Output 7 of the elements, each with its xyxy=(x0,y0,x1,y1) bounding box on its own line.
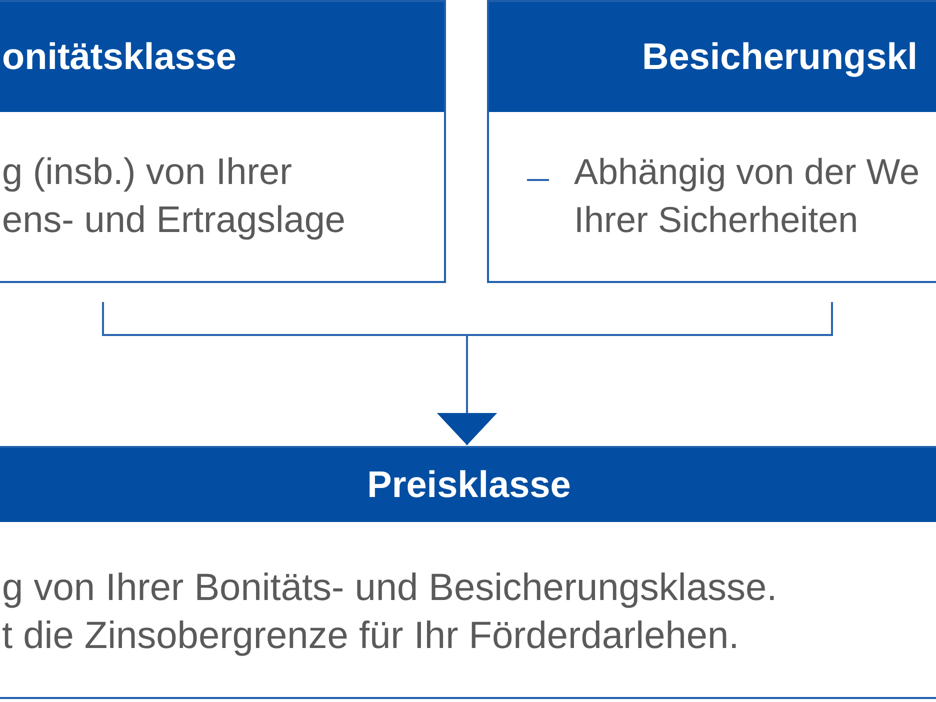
card-text: g (insb.) von Ihrer ens- und Ertragslage xyxy=(2,150,346,242)
card-title: onitätsklasse xyxy=(2,35,236,79)
bracket-arrow xyxy=(437,302,833,445)
card-text: Abhängig von der We Ihrer Sicherheiten xyxy=(574,150,921,242)
card-title: Preisklasse xyxy=(367,463,571,507)
card-title: Besicherungskl xyxy=(642,35,918,79)
card-text: g von Ihrer Bonitäts- und Besicherungsklasse. t die Zinsobergrenze für Ihr Förderdarlehen. xyxy=(2,566,778,659)
